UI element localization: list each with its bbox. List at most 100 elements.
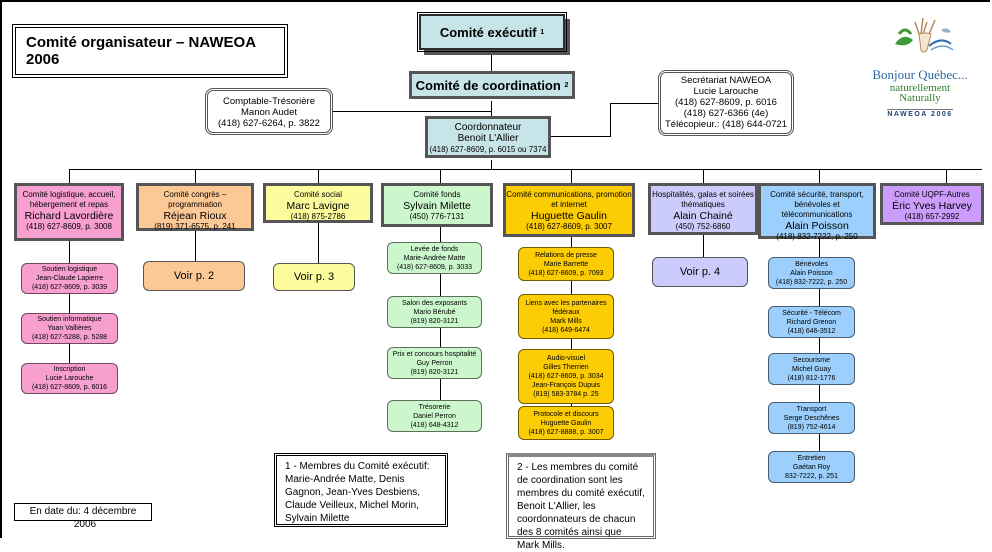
committee-title: Comité sécurité, transport, bénévoles et… bbox=[770, 190, 864, 219]
secretariat-box: Secrétariat NAWEOA Lucie Larouche (418) … bbox=[658, 70, 794, 136]
subcommittee-phone: (418) 832-7222, p. 250 bbox=[775, 278, 848, 286]
committee-phone: (819) 371-6575, p. 241 bbox=[154, 222, 236, 231]
treasurer-role: Comptable-Trésorière bbox=[222, 96, 316, 107]
connector bbox=[333, 111, 491, 112]
subcommittee-title: Transport bbox=[796, 405, 827, 413]
secretariat-phone: (418) 627-6366 (4e) bbox=[683, 108, 769, 119]
secretariat-name: Lucie Larouche bbox=[693, 86, 759, 97]
subcommittee-name: Michel Guay bbox=[792, 365, 831, 373]
date-box: En date du: 4 décembre bbox=[14, 503, 152, 521]
subcommittee-phone: (418) 627-8609, p. 3034 bbox=[528, 373, 604, 380]
subcommittee-name: Richard Grenon bbox=[786, 318, 837, 326]
committee-title: Comité UQPF-Autres bbox=[894, 190, 970, 199]
secretariat-role: Secrétariat NAWEOA bbox=[680, 75, 772, 86]
connector bbox=[819, 169, 820, 183]
secretariat-fax: Télécopieur.: (418) 644-0721 bbox=[665, 119, 787, 130]
connector bbox=[703, 235, 704, 257]
connector bbox=[491, 52, 492, 71]
subcommittee-phone: (418) 649-6474 bbox=[542, 326, 590, 334]
committee-phone: (418) 627-8609, p. 3007 bbox=[526, 222, 612, 231]
subcommittee-title: Salon des exposants bbox=[402, 299, 467, 307]
committee-lead-name: Alain Poisson bbox=[785, 220, 849, 232]
coordinator-box: Coordonnateur Benoit L'Allier (418) 627-… bbox=[425, 116, 551, 158]
connector bbox=[703, 169, 704, 183]
see-page-box[interactable]: Voir p. 4 bbox=[652, 257, 748, 287]
connector bbox=[318, 169, 319, 183]
committee-lead-name: Éric Yves Harvey bbox=[892, 200, 972, 212]
note-2-box: 2 - Les membres du comité de coordinatio… bbox=[506, 453, 656, 551]
committee-box: Comité communications, promotion et inte… bbox=[503, 183, 635, 237]
coordination-committee-box: Comité de coordination 2 bbox=[409, 71, 575, 99]
subcommittee-title: Liens avec les partenaires fédéraux bbox=[525, 299, 607, 316]
subcommittee-name: Jean-Claude Lapierre bbox=[35, 275, 104, 282]
connector bbox=[819, 239, 820, 451]
coordination-committee-label: Comité de coordination bbox=[415, 77, 561, 93]
logo: Bonjour Québec... naturellement Naturall… bbox=[860, 14, 980, 118]
committee-title: Comité social bbox=[293, 190, 342, 199]
connector bbox=[440, 169, 441, 183]
treasurer-name: Manon Audet bbox=[241, 107, 297, 118]
subcommittee-name: Guy Perron bbox=[416, 359, 453, 367]
see-page-box[interactable]: Voir p. 3 bbox=[273, 263, 355, 291]
subcommittee-title: Soutien informatique bbox=[37, 316, 102, 323]
subcommittee-name: Marie Barrette bbox=[543, 260, 589, 268]
subcommittee-title: Soutien logistique bbox=[41, 266, 98, 273]
connector bbox=[195, 231, 196, 261]
committee-box: Comité sécurité, transport, bénévoles et… bbox=[758, 183, 876, 241]
subcommittee-name: Serge Deschênes bbox=[783, 414, 840, 422]
connector bbox=[610, 103, 611, 137]
subcommittee-title: Relations de presse bbox=[535, 251, 597, 259]
subcommittee-name: Gilles Therrien bbox=[543, 364, 589, 371]
committee-phone: (418) 832-7222, p. 250 bbox=[776, 232, 858, 241]
subcommittee-name: Mark Mills bbox=[550, 317, 582, 325]
logo-line-4: NAWEOA 2006 bbox=[887, 109, 953, 118]
connector bbox=[610, 103, 658, 104]
page-title: Comité organisateur – NAWEOA 2006 bbox=[15, 27, 285, 75]
connector bbox=[69, 169, 70, 183]
logo-line-2: naturellement bbox=[889, 82, 951, 94]
subcommittee-phone: (418) 627-5288, p. 5288 bbox=[31, 334, 108, 341]
committee-phone: (450) 776-7131 bbox=[409, 212, 465, 221]
committee-title: Hospitalités, galas et soirées thématiqu… bbox=[652, 190, 754, 209]
committee-box: Hospitalités, galas et soirées thématiqu… bbox=[648, 183, 758, 235]
committee-box: Comité logistique, accueil, hébergement … bbox=[14, 183, 124, 241]
logo-line-3: Naturally bbox=[899, 92, 941, 104]
subcommittee-title: Sécurité - Télécom bbox=[782, 309, 841, 317]
note-1-box: 1 - Membres du Comité exécutif: Marie-An… bbox=[274, 453, 448, 527]
committee-phone: (418) 875-2786 bbox=[290, 212, 346, 221]
committee-title: Comité congrès – programmation bbox=[163, 190, 227, 209]
subcommittee-title: Entretien bbox=[797, 454, 826, 462]
subcommittee-name: Huguette Gaulin bbox=[540, 419, 592, 427]
subcommittee-phone: (418) 627-8609, p. 3039 bbox=[31, 284, 108, 291]
subcommittee-title: Trésorerie bbox=[418, 403, 451, 411]
committee-title: Comité communications, promotion et inte… bbox=[506, 190, 632, 209]
committee-lead-name: Sylvain Milette bbox=[403, 200, 471, 212]
treasurer-phone: (418) 627-6264, p. 3822 bbox=[218, 118, 320, 129]
subcommittee-phone: (418) 646-3512 bbox=[787, 327, 836, 335]
logo-line-1: Bonjour Québec... bbox=[872, 67, 968, 82]
connector bbox=[318, 223, 319, 263]
coordinator-role: Coordonnateur bbox=[454, 122, 522, 133]
subcommittee-phone: (819) 752-4614 bbox=[787, 423, 836, 431]
committee-phone: (450) 752-6860 bbox=[675, 222, 731, 231]
subcommittee-title: Inscription bbox=[53, 366, 86, 373]
page-frame bbox=[0, 0, 990, 538]
subcommittee-title: Audio-visuel bbox=[546, 355, 586, 362]
committee-lead-name: Réjean Rioux bbox=[163, 210, 227, 222]
subcommittee-name: Jean-François Dupuis bbox=[531, 382, 601, 389]
title-box: Comité organisateur – NAWEOA 2006 bbox=[12, 24, 288, 78]
committee-phone: (418) 627-8609, p. 3008 bbox=[26, 222, 112, 231]
subcommittee-title: Prix et concours hospitalité bbox=[392, 350, 477, 358]
see-page-box[interactable]: Voir p. 2 bbox=[143, 261, 245, 291]
subcommittee-name: Mario Bérubé bbox=[413, 308, 456, 316]
